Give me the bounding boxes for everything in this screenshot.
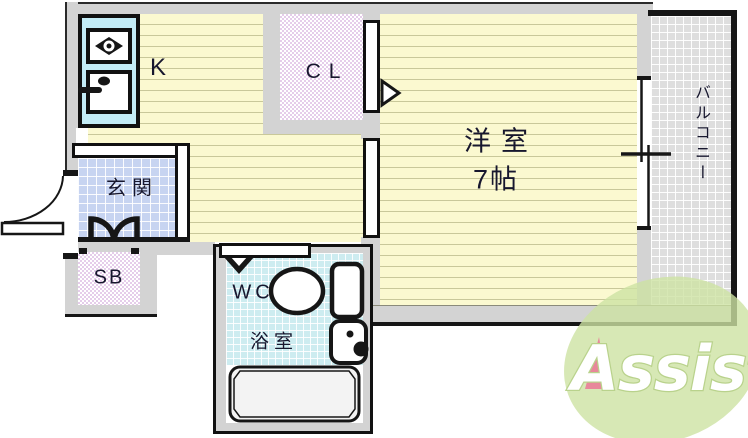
- wall-closet-bottom: [263, 120, 363, 134]
- room-size-label: 7帖: [472, 164, 520, 195]
- balcony-frame-top: [648, 10, 737, 16]
- bathroom-label: 浴室: [249, 331, 299, 353]
- window-opening: [637, 78, 651, 228]
- closet-door: [363, 20, 380, 113]
- alcove-edge: [65, 314, 157, 317]
- entrance-wall-top: [72, 143, 190, 158]
- closet: [280, 14, 363, 120]
- logo-text: Assist: [566, 332, 748, 405]
- hinge-mark: [131, 248, 139, 254]
- wall-top: [65, 2, 653, 14]
- wall-bottom-room: [373, 305, 737, 322]
- wall-divider-stub: [361, 112, 380, 139]
- closet-label: CL: [305, 60, 349, 83]
- wall-window-lower: [637, 228, 651, 305]
- entrance-label: 玄関: [106, 177, 158, 200]
- bathtub-zone: [226, 365, 363, 423]
- wall-closet-left: [263, 13, 280, 133]
- toilet-label: WC: [232, 281, 274, 304]
- kitchen-sink-box: [86, 70, 132, 114]
- kitchen-label: K: [149, 54, 167, 81]
- bath-door: [219, 243, 311, 258]
- stove-box: [86, 28, 132, 64]
- shoe-box: [78, 252, 140, 305]
- entrance-edge-line: [78, 237, 190, 242]
- entrance-wall-right: [175, 143, 190, 242]
- room-door: [363, 138, 380, 238]
- logo-pink-triangle: [585, 337, 608, 389]
- wall-left: [65, 2, 78, 176]
- hinge-mark: [79, 248, 87, 254]
- western-room-label: 洋室: [464, 126, 538, 157]
- balcony-floor: [651, 16, 731, 305]
- wall-window-upper: [637, 14, 651, 78]
- balcony-frame-right: [731, 10, 737, 326]
- wall-bottom-edge: [373, 322, 737, 326]
- balcony-label: バルコニー: [692, 84, 709, 184]
- wall-segment: [363, 14, 380, 22]
- western-room-floor: [380, 14, 637, 305]
- shoe-box-label: SB: [93, 266, 125, 289]
- wall-notch: [76, 128, 88, 143]
